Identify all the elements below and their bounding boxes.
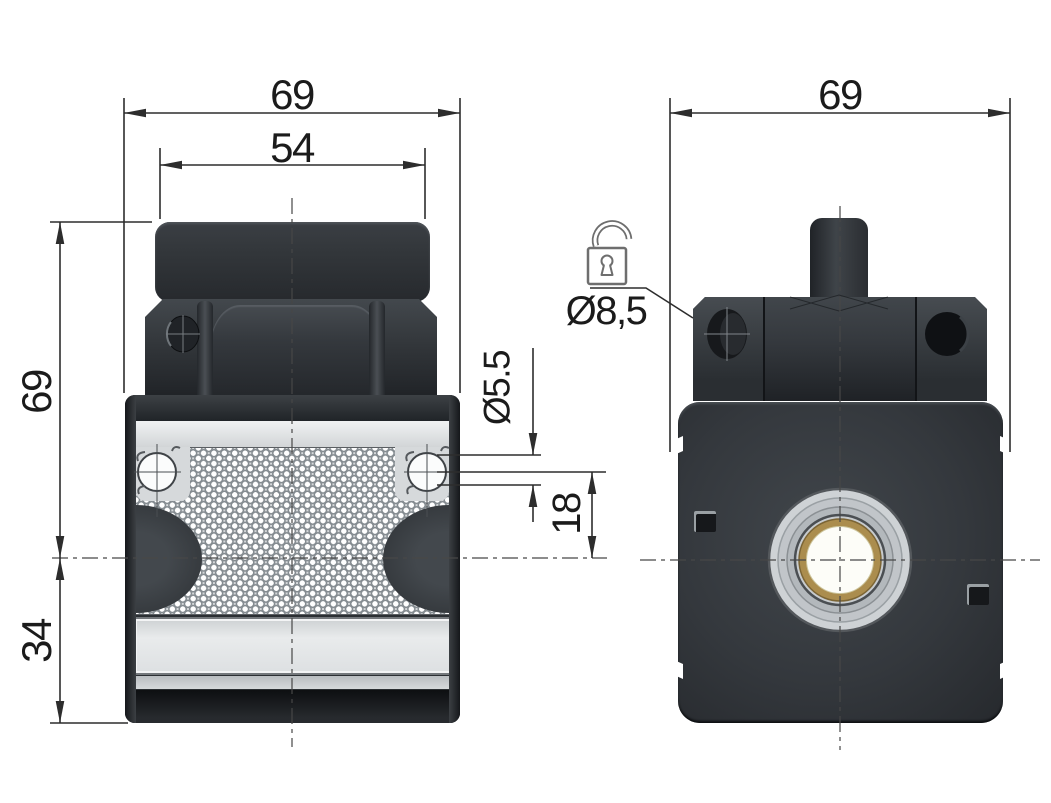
dim-lock-shackle-diameter-label: Ø8,5 (565, 289, 648, 333)
side-connector-right (967, 584, 989, 605)
dim-front-cap-width-label: 54 (270, 124, 315, 171)
bonnet-screw-left-side (704, 307, 750, 361)
dim-front-total-width-label: 69 (270, 71, 315, 118)
side-stem (810, 218, 868, 302)
dimension-arrows (55, 108, 1010, 723)
label-strip (133, 617, 454, 675)
dimension-line-work (50, 98, 1011, 724)
mounting-hole-left (134, 444, 181, 517)
front-collar-ridge-right (369, 301, 385, 397)
dim-mount-hole-diameter-label: Ø5.5 (476, 350, 518, 426)
dim-hole-to-center-label: 18 (545, 493, 589, 535)
centerlines (52, 198, 1040, 750)
front-body-edge-right (449, 395, 460, 723)
bonnet-hole-right-side (925, 312, 970, 356)
front-lock-drum (210, 305, 382, 397)
dim-front-lower-height-label: 34 (13, 619, 60, 663)
stem-base-hatch (789, 294, 889, 312)
collar-screw-front (165, 315, 200, 353)
front-collar-ridge-left (197, 301, 213, 397)
side-connector-left (694, 511, 716, 532)
dim-side-total-width-label: 69 (818, 71, 863, 118)
dim-front-upper-height-label: 69 (13, 370, 60, 414)
open-padlock-icon (586, 220, 633, 286)
front-body-edge-left (125, 395, 136, 723)
